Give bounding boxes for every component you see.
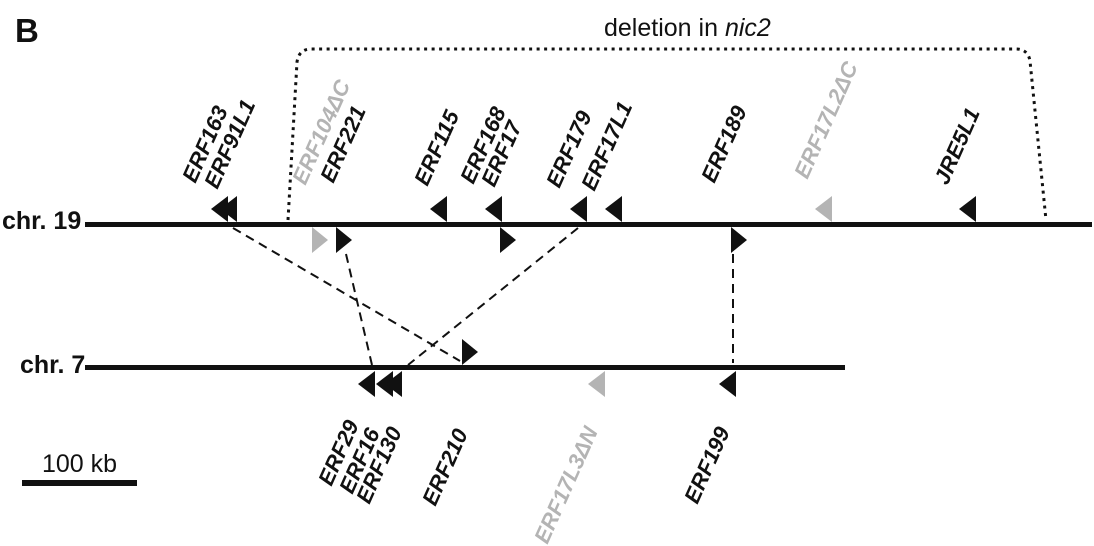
- connector-erf179-erf130: [407, 227, 579, 366]
- panel-label: B: [15, 12, 39, 49]
- marker-erf168: [485, 196, 502, 222]
- marker-erf179: [570, 196, 587, 222]
- marker-erf29: [358, 371, 375, 397]
- connector-erf221-erf29: [345, 253, 373, 366]
- marker-erf221: [336, 227, 352, 253]
- deletion-annotation-prefix: deletion in: [604, 14, 725, 42]
- marker-erf115: [430, 196, 447, 222]
- deletion-annotation: deletion in nic2: [604, 14, 771, 43]
- scale-bar-line: [22, 480, 137, 486]
- chr7-label: chr. 7: [20, 351, 86, 379]
- marker-erf189: [731, 227, 747, 253]
- marker-erf91l1: [220, 196, 237, 222]
- marker-erf199: [719, 371, 736, 397]
- marker-erf210: [462, 339, 478, 365]
- deletion-annotation-mutant: nic2: [724, 14, 771, 42]
- chr19-label: chr. 19: [2, 207, 82, 235]
- marker-erf17l3dn: [588, 371, 605, 397]
- marker-erf17l2dc: [815, 196, 832, 222]
- marker-erf130: [385, 371, 402, 397]
- marker-erf17l1: [605, 196, 622, 222]
- scale-bar-label: 100 kb: [42, 450, 118, 478]
- nic2-deletion-bracket: [286, 47, 1048, 221]
- chr7-line: [85, 365, 845, 370]
- marker-erf17: [500, 227, 516, 253]
- marker-jre5l1: [959, 196, 976, 222]
- chr19-line: [85, 222, 1092, 227]
- marker-erf104dc: [312, 227, 328, 253]
